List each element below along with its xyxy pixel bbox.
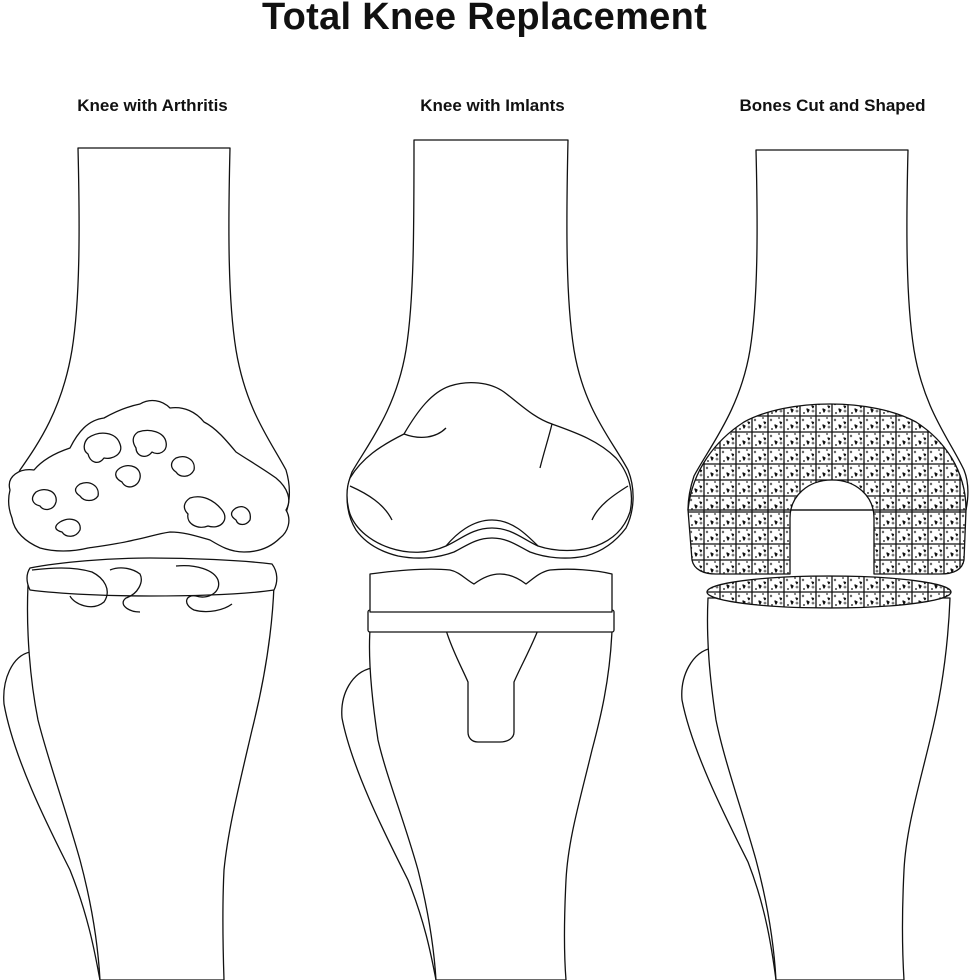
femoral-component-2 xyxy=(346,381,633,553)
tibial-tray-2 xyxy=(367,609,615,633)
panel-arthritis xyxy=(3,147,291,980)
panel-label-arthritis: Knee with Arthritis xyxy=(77,96,228,115)
diagram-title: Total Knee Replacement xyxy=(261,0,708,38)
tibia-1 xyxy=(26,584,275,980)
arthritis-growth-1 xyxy=(8,399,290,553)
femoral-groove-2 xyxy=(445,519,539,547)
tibia-3 xyxy=(706,597,951,980)
panel-label-implants: Knee with Imlants xyxy=(420,96,565,115)
arthritis-spots-1 xyxy=(31,429,251,537)
tibial-stem-2 xyxy=(445,629,539,743)
cartilage-damage-1 xyxy=(31,564,233,613)
poly-spacer-2 xyxy=(369,568,613,613)
panel-cut-shaped xyxy=(681,149,969,980)
panel-implants xyxy=(341,139,634,980)
panel-label-cut-shaped: Bones Cut and Shaped xyxy=(739,96,926,115)
femoral-component-edge-2 xyxy=(349,423,629,521)
tibia-plateau-1 xyxy=(26,557,278,597)
tibial-cut-surface-3 xyxy=(706,575,952,609)
